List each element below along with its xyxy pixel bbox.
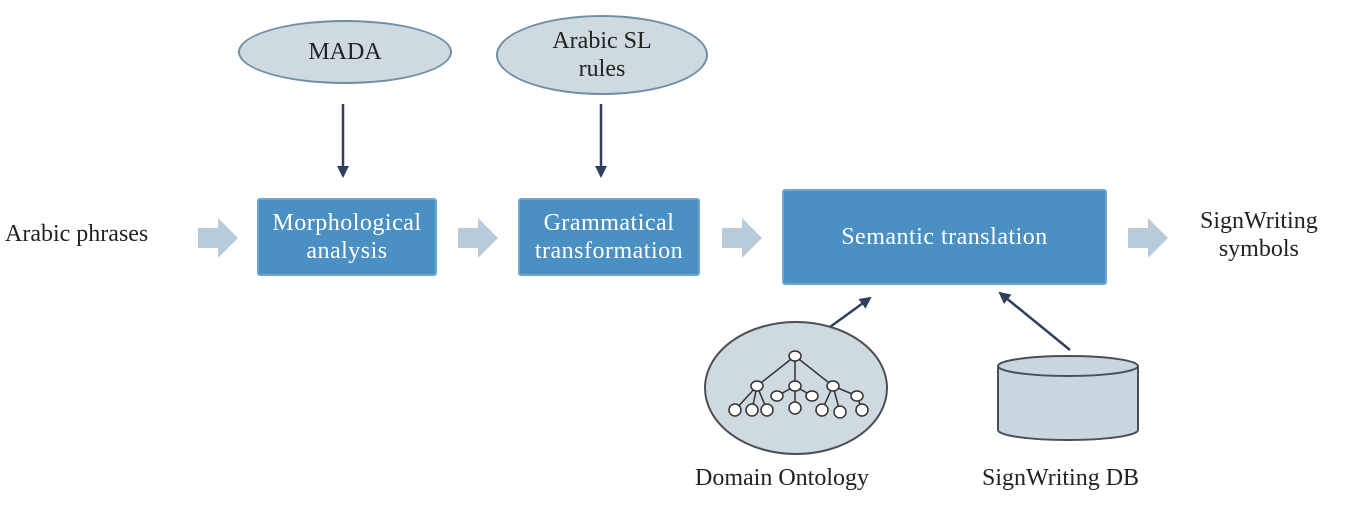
morphological-analysis-step: Morphological analysis [257, 198, 437, 276]
morphological-analysis-label: Morphological analysis [272, 210, 422, 264]
arabic-sl-rules-resource: Arabic SL rules [496, 15, 708, 95]
db-to-semantic-arrow [998, 291, 1071, 351]
database-cylinder-icon [997, 355, 1139, 441]
signwriting-db-label: SignWriting DB [982, 465, 1140, 491]
mada-resource: MADA [238, 20, 452, 84]
semantic-translation-label: Semantic translation [841, 224, 1048, 250]
domain-ontology-label: Domain Ontology [695, 465, 869, 491]
flow-arrow-1 [198, 218, 238, 258]
input-label: Arabic phrases [5, 221, 149, 247]
output-label: SignWriting symbols [1200, 208, 1318, 262]
grammatical-transformation-step: Grammatical transformation [518, 198, 700, 276]
grammatical-transformation-label: Grammatical transformation [534, 210, 684, 264]
flow-arrow-3 [722, 218, 762, 258]
arabic-sl-rules-label: Arabic SL rules [552, 28, 652, 82]
semantic-translation-step: Semantic translation [782, 189, 1107, 285]
flow-arrow-4 [1128, 218, 1168, 258]
flow-arrow-2 [458, 218, 498, 258]
domain-ontology-tree-icon [704, 321, 888, 455]
mada-label: MADA [308, 39, 382, 65]
